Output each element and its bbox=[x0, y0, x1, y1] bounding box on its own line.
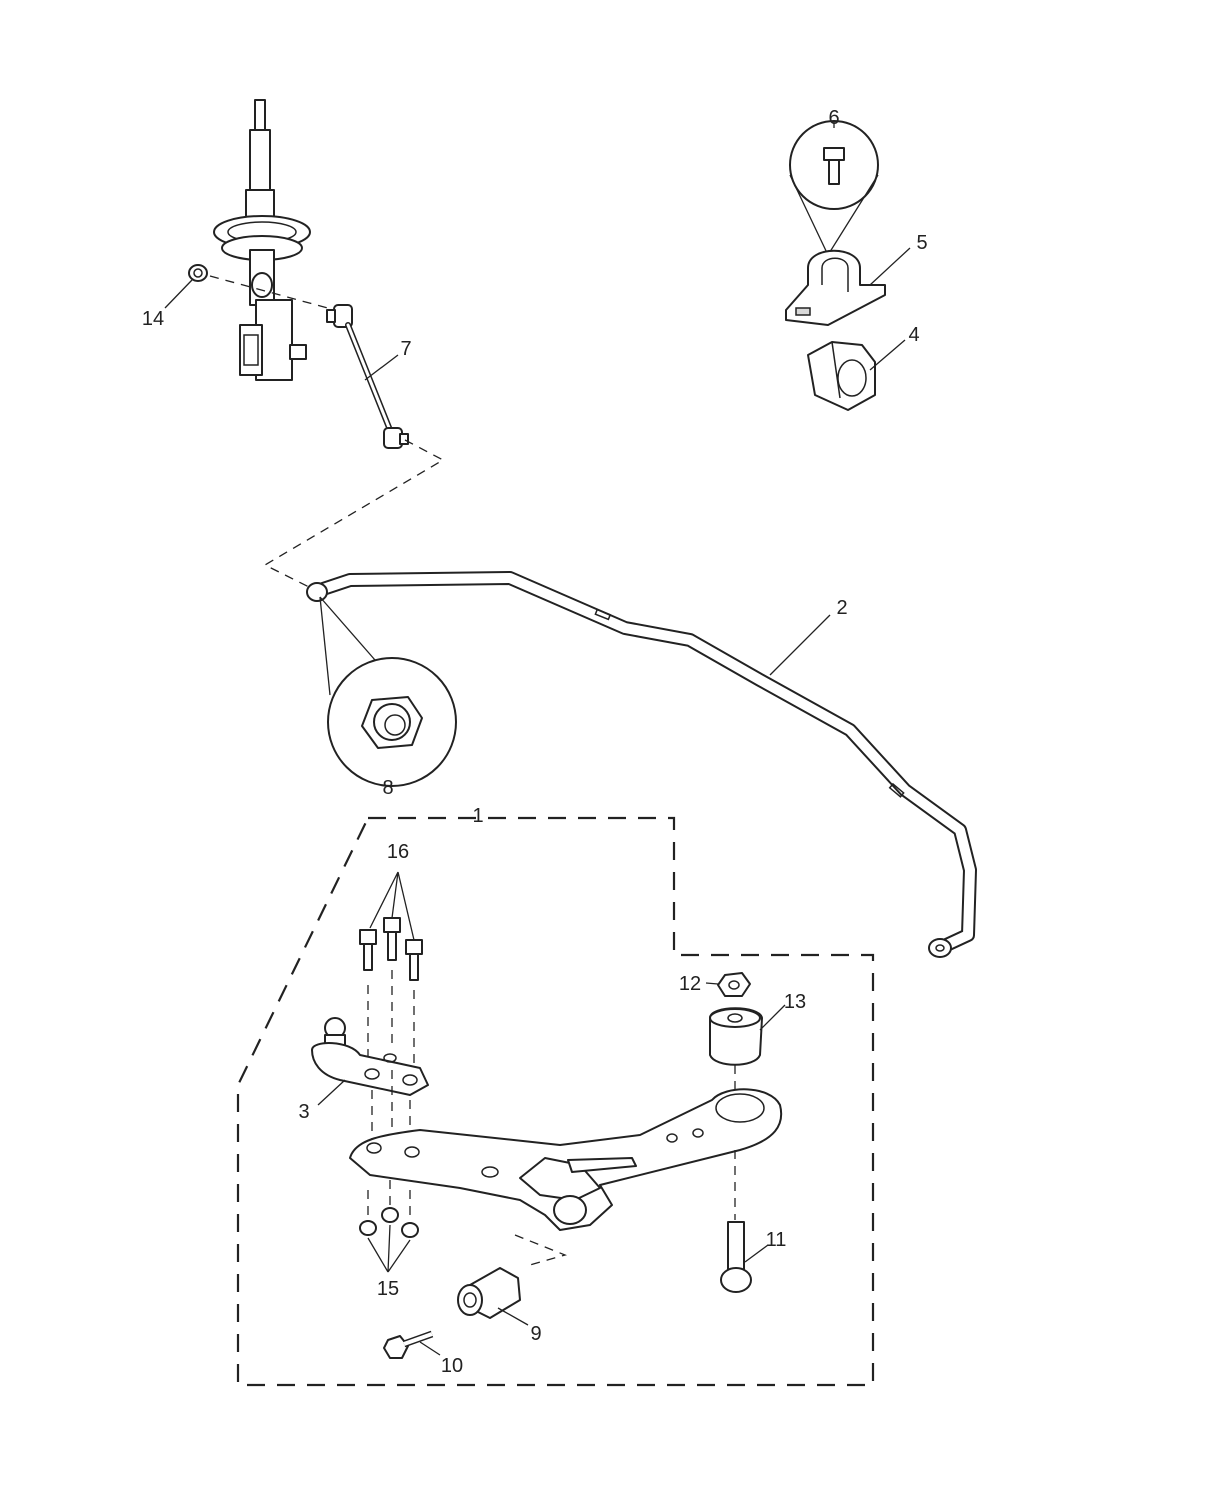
leader-7 bbox=[364, 354, 399, 381]
nuts-15 bbox=[359, 1207, 419, 1238]
nut-8-detail bbox=[319, 596, 457, 787]
clamp-bracket-5 bbox=[785, 249, 886, 326]
leader-3 bbox=[317, 1079, 346, 1106]
callout-7: 7 bbox=[400, 338, 411, 360]
axis-bushing-9 bbox=[514, 1234, 568, 1266]
callout-16: 16 bbox=[387, 841, 409, 863]
leader-13 bbox=[759, 1004, 786, 1031]
callout-4: 4 bbox=[908, 324, 919, 346]
nut-12 bbox=[717, 972, 751, 997]
callout-3: 3 bbox=[298, 1101, 309, 1123]
axis-ball-joint bbox=[371, 1070, 411, 1150]
axis-link-bar bbox=[263, 439, 445, 591]
leader-15 bbox=[367, 1224, 411, 1273]
nut-14 bbox=[188, 264, 208, 282]
callout-5: 5 bbox=[916, 232, 927, 254]
callout-12: 12 bbox=[679, 973, 701, 995]
axis-nuts-15 bbox=[367, 1180, 411, 1222]
leader-12 bbox=[705, 982, 719, 985]
callout-14: 14 bbox=[142, 308, 164, 330]
bolt-10 bbox=[383, 1330, 434, 1359]
bolt-11 bbox=[720, 1221, 752, 1293]
leader-5 bbox=[869, 247, 911, 286]
bushing-9 bbox=[457, 1267, 521, 1319]
callout-13: 13 bbox=[784, 991, 806, 1013]
lower-control-arm bbox=[349, 1088, 783, 1231]
bushing-13 bbox=[709, 1007, 763, 1066]
leader-10 bbox=[419, 1341, 441, 1356]
axis-14-strut bbox=[209, 275, 336, 311]
leader-9 bbox=[497, 1307, 529, 1326]
leader-14 bbox=[164, 279, 193, 309]
bolts-16 bbox=[359, 917, 423, 981]
leader-11 bbox=[744, 1244, 769, 1263]
axis-bolts-16 bbox=[367, 970, 415, 1070]
kit-boundary-outline bbox=[236, 816, 875, 1387]
callout-2: 2 bbox=[836, 597, 847, 619]
leader-2 bbox=[769, 614, 831, 676]
callout-1: 1 bbox=[472, 805, 483, 827]
ball-joint-3 bbox=[311, 1017, 429, 1096]
callout-10: 10 bbox=[441, 1355, 463, 1377]
bushing-4 bbox=[807, 341, 876, 411]
callout-11: 11 bbox=[766, 1229, 787, 1251]
leader-4 bbox=[869, 339, 906, 371]
clamp-bolt-6-detail bbox=[789, 120, 879, 256]
leader-16 bbox=[369, 871, 415, 941]
drop-link-7 bbox=[326, 304, 409, 449]
stabilizer-bar-2 bbox=[306, 571, 977, 958]
callout-9: 9 bbox=[530, 1323, 541, 1345]
callout-15: 15 bbox=[377, 1278, 399, 1300]
callout-8: 8 bbox=[382, 777, 393, 799]
callout-6: 6 bbox=[828, 107, 839, 129]
strut-assembly bbox=[213, 99, 311, 381]
